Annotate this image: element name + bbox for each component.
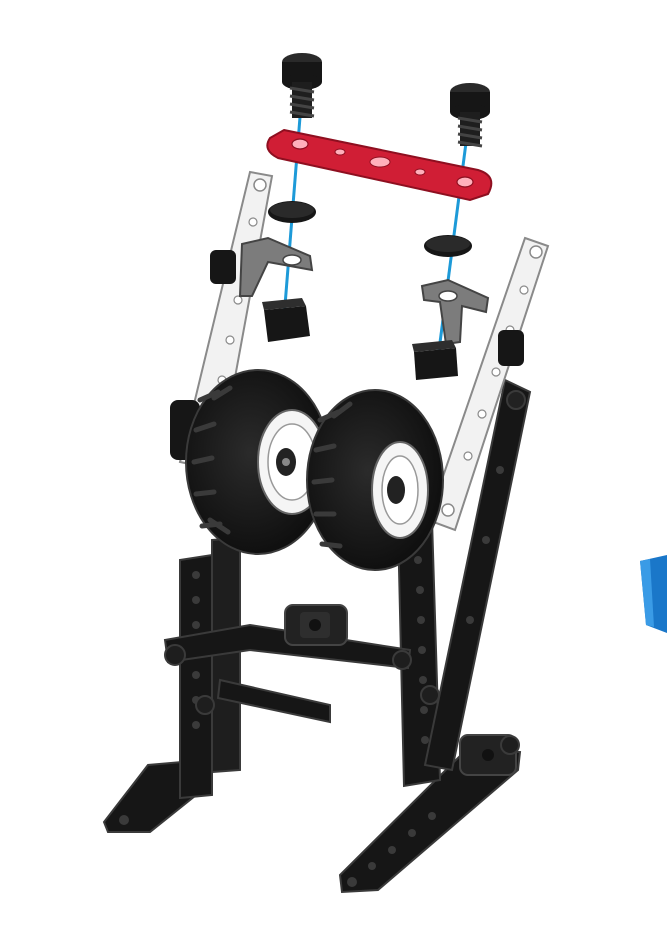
left-square-nut <box>262 298 310 342</box>
washer-icon <box>268 201 316 223</box>
left-leg-front <box>180 555 212 798</box>
right-angle-bracket <box>422 280 488 344</box>
screw-icon <box>450 83 490 146</box>
right-side-bracket-black <box>498 330 524 366</box>
washer-icon <box>424 235 472 257</box>
next-step-arrow-icon <box>640 555 667 633</box>
wheel-icon <box>307 390 443 570</box>
left-angle-bracket <box>240 238 312 296</box>
right-square-nut <box>412 340 458 380</box>
red-strip-icon <box>267 130 491 200</box>
screw-icon <box>282 53 322 118</box>
